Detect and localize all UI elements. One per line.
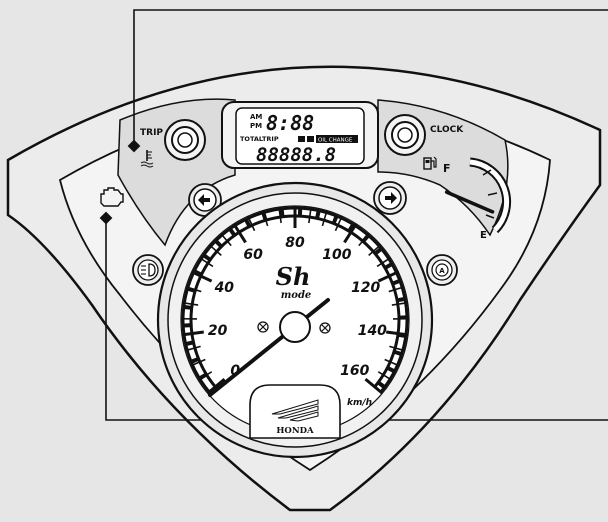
lcd-trip-b-indicator <box>307 136 314 142</box>
screw-left-icon <box>257 321 269 333</box>
lcd-totaltrip-label: TOTALTRIP <box>240 135 279 143</box>
speedometer-minor-tick <box>199 257 214 268</box>
speedometer-minor-tick <box>197 371 213 381</box>
speedometer-major-tick <box>386 330 409 337</box>
speedometer-minor-tick <box>321 210 328 227</box>
speedometer-major-tick <box>377 270 399 283</box>
check-engine-icon <box>100 187 124 207</box>
speedometer-minor-tick <box>384 358 400 367</box>
speedometer-tick-label: 60 <box>243 247 263 263</box>
speedometer-major-tick <box>364 377 384 395</box>
speedometer-minor-tick <box>368 244 382 256</box>
speedometer-minor-tick <box>190 358 206 367</box>
lcd-odometer-readout: 88888.8 <box>256 144 336 166</box>
headlight-icon <box>132 254 164 286</box>
speedometer-minor-tick <box>184 345 201 352</box>
clock-label: CLOCK <box>430 125 464 135</box>
speedometer-minor-tick <box>220 232 232 247</box>
lcd-display: AM PM 8:88 TOTALTRIP OIL CHANGE 88888.8 <box>221 101 379 169</box>
fuel-gauge <box>444 157 512 234</box>
speedometer-minor-tick <box>388 286 405 293</box>
speedometer-minor-tick <box>358 232 370 247</box>
mode-logo: mode <box>281 290 312 301</box>
speedometer-minor-tick <box>334 215 343 232</box>
speedometer-major-tick <box>191 270 213 283</box>
speedometer-tick-label: 140 <box>358 323 387 339</box>
callout-line-engine <box>105 218 608 421</box>
speedometer-tick-label: 160 <box>340 363 369 379</box>
speedometer-minor-tick <box>185 286 202 293</box>
callout-line-coolant <box>133 9 608 146</box>
callout-marker-coolant <box>127 139 141 153</box>
speedometer-ticks <box>180 206 410 395</box>
honda-wing-logo <box>271 399 319 422</box>
speed-unit-label: km/h <box>347 398 372 408</box>
needle-hub <box>279 311 311 343</box>
speedometer-minor-tick <box>208 244 222 256</box>
speedometer-major-tick <box>232 223 247 244</box>
speedometer-major-tick <box>343 223 358 244</box>
speedometer-minor-tick <box>389 345 406 352</box>
lcd-oil-change-badge <box>316 135 358 143</box>
speedometer-minor-tick <box>182 301 199 306</box>
abs-icon: A <box>426 254 458 286</box>
speedometer-minor-tick <box>376 257 391 268</box>
lcd-trip-a-indicator <box>298 136 305 142</box>
speedometer-major-tick <box>181 330 204 337</box>
speedometer-minor-tick <box>308 207 312 224</box>
speedometer-tick-label: 20 <box>208 323 228 339</box>
fuel-needle <box>444 190 495 214</box>
trip-label: TRIP <box>140 128 163 138</box>
speedometer-tick-label: 100 <box>322 247 351 263</box>
callout-marker-engine <box>99 211 113 225</box>
speedometer-minor-tick <box>262 210 269 227</box>
clock-button[interactable] <box>384 114 426 156</box>
speedometer-tick-label: 0 <box>230 363 240 379</box>
speedometer: 0 20 40 60 80 100 120 140 160 HONDA km/h Sh mode <box>156 181 434 459</box>
speedometer-minor-tick <box>247 215 256 232</box>
speedometer-minor-tick <box>278 207 282 224</box>
speedometer-major-tick <box>206 377 226 395</box>
fuel-pump-icon <box>423 156 437 170</box>
speedometer-tick-label: 40 <box>214 280 235 296</box>
speedometer-minor-tick <box>377 371 393 381</box>
lcd-am-label: AM <box>250 113 262 121</box>
speedometer-labels: 0 20 40 60 80 100 120 140 160 <box>208 235 387 379</box>
turn-right-icon <box>373 181 407 215</box>
honda-emblem-box <box>249 384 341 439</box>
trip-button[interactable] <box>164 119 206 161</box>
lcd-clock-readout: 8:88 <box>266 111 314 135</box>
fuel-full-label: F <box>443 162 451 175</box>
sh-logo: Sh <box>276 262 311 291</box>
lcd-pm-label: PM <box>250 122 262 130</box>
speedometer-tick-label: 80 <box>285 235 305 251</box>
speedometer-tick-label: 120 <box>351 280 380 296</box>
coolant-temperature-icon <box>140 150 154 168</box>
screw-right-icon <box>319 322 331 334</box>
speedometer-minor-tick <box>391 301 408 306</box>
speedometer-needle <box>208 298 330 397</box>
lcd-oil-change-label: OIL CHANGE <box>318 138 353 144</box>
honda-label: HONDA <box>276 426 314 436</box>
fuel-empty-label: E <box>480 230 487 241</box>
svg-text:A: A <box>439 267 445 275</box>
